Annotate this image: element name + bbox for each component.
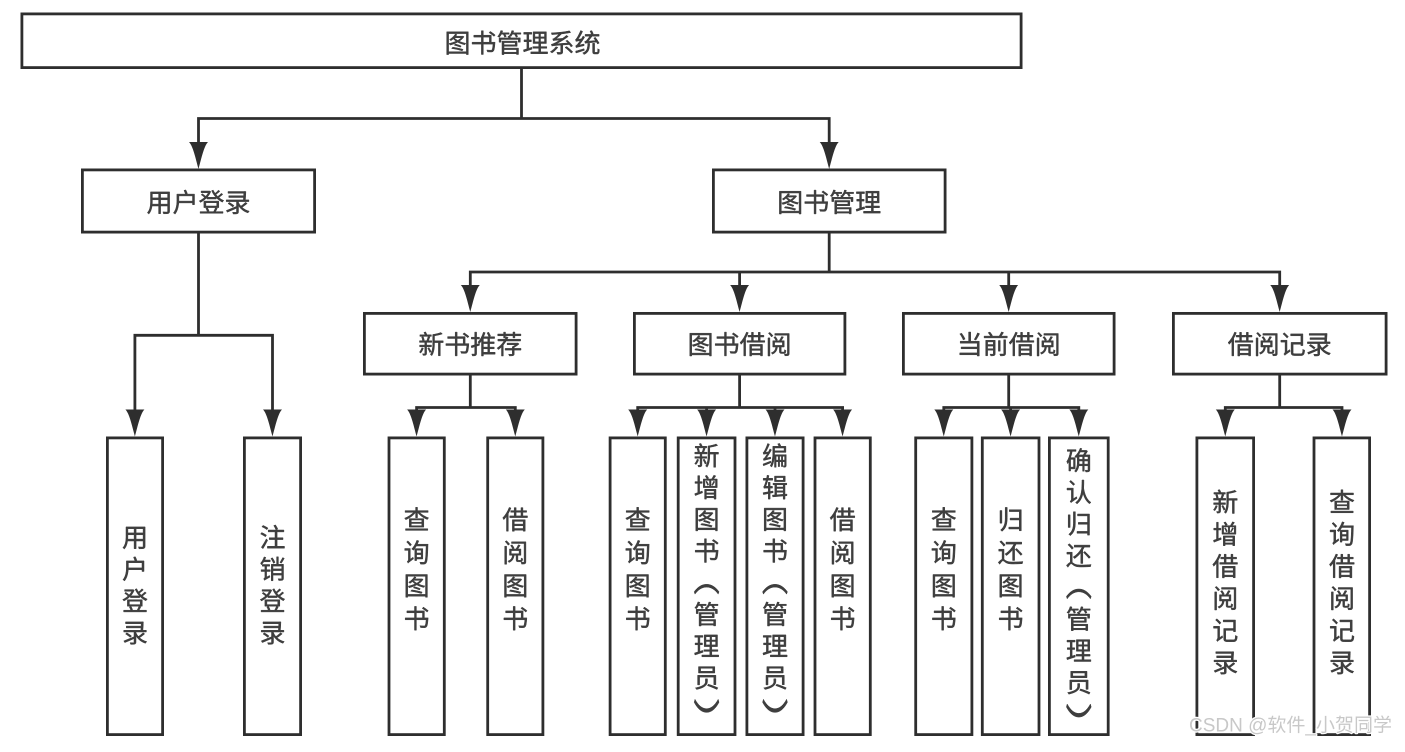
svg-text:CSDN @: CSDN @	[1189, 716, 1267, 737]
svg-text:_: _	[1304, 716, 1316, 737]
